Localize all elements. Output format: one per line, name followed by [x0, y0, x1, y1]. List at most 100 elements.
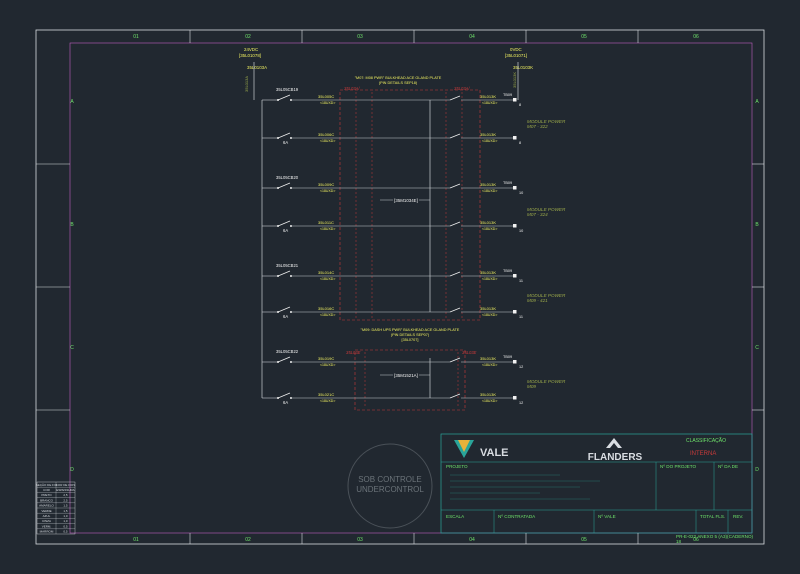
- no-vale-label: Nº VALE: [598, 514, 616, 519]
- flanders-logo-icon: [606, 438, 622, 448]
- row-label-left-C: C: [70, 345, 74, 351]
- lower-bulkhead-note: "M09: DASH UPS PWR" BULKHEAD ACE GLAND P…: [361, 328, 460, 332]
- legend-color-name: AMARELO: [39, 504, 54, 508]
- gland-plate-top: [339, 89, 481, 321]
- terminal-icon: [513, 360, 517, 364]
- terminal-number: 8: [519, 103, 521, 107]
- connector-2: [35M1521A]: [394, 373, 418, 378]
- module-power-label: MODULE POWER: [527, 207, 566, 212]
- left-conductor-tag: 35L021C: [318, 392, 334, 397]
- breaker-rating: 6A: [283, 140, 288, 145]
- terminal-block-label: TB09: [503, 93, 512, 97]
- breaker-contact-icon: [277, 220, 291, 227]
- breaker-rating: 6A: [283, 400, 288, 405]
- supply-left-voltage: 24VDC: [244, 47, 258, 52]
- no-projeto-label: Nº DO PROJETO: [660, 464, 696, 469]
- supply-left-tag: 35L013A: [244, 76, 249, 92]
- classification-label: CLASSIFICAÇÃO: [686, 437, 726, 444]
- top-bulkhead-note-detail: (PIN DETAILS SEP18): [379, 81, 418, 85]
- classification-value: INTERNA: [690, 451, 716, 457]
- right-conductor-sub: <18UXD>: [482, 313, 497, 317]
- escala-label: ESCALA: [446, 514, 465, 519]
- column-label-top-02: 02: [245, 34, 251, 40]
- right-conductor-sub: <18UXD>: [482, 277, 497, 281]
- terminal-icon: [513, 274, 517, 278]
- right-conductor-sub: <18UXD>: [482, 189, 497, 193]
- drawing-inner-frame: [69, 42, 753, 534]
- column-label-top-01: 01: [133, 34, 139, 40]
- row-label-left-B: B: [70, 222, 74, 228]
- breaker-contact-icon: [277, 392, 291, 399]
- terminal-number: 12: [519, 401, 523, 405]
- module-power-id: M09: [527, 384, 536, 389]
- left-conductor-sub: <18UXD>: [320, 101, 335, 105]
- supply-left-ref2: 35L0103A: [247, 65, 267, 70]
- gland-red-label-1: 35L03A/: [344, 86, 360, 91]
- module-power-label: MODULE POWER: [527, 119, 566, 124]
- row-label-left-A: A: [70, 99, 74, 105]
- legend-color-name: VERM.: [42, 524, 52, 528]
- right-conductor-tag: 35L013K: [480, 94, 496, 99]
- terminal-number: 10: [519, 191, 523, 195]
- circuit-rows: 35L05CB19 35L005C <18UXD> 35L013K <18UXD> TB0…: [262, 87, 566, 405]
- column-label-top-04: 04: [469, 34, 475, 40]
- lower-bulkhead-note-ref: [35L0707]: [402, 338, 419, 342]
- breaker-contact-icon: [277, 356, 291, 363]
- description-lines: [450, 474, 600, 500]
- legend-thickness: 1,0: [63, 519, 68, 523]
- legend-thickness: 1,5: [63, 509, 68, 513]
- legend-color-name: AZUL: [43, 514, 51, 518]
- breaker-pivot-icon: [277, 225, 279, 227]
- breaker-contact-icon: [277, 94, 291, 101]
- gland-red-label-3: 35L03E: [346, 350, 361, 355]
- terminal-block-label: TB09: [503, 269, 512, 273]
- right-conductor-tag: 35L013K: [480, 132, 496, 137]
- left-conductor-sub: <18UXD>: [320, 363, 335, 367]
- circuit-row-3: 35L05CB2035L009C<18UXD>35L013K<18UXD>TB0…: [262, 175, 523, 195]
- right-conductor-sub: <18UXD>: [482, 363, 497, 367]
- connector-1: [35M1034E]: [394, 198, 418, 203]
- watermark-line-1: SOB CONTROLE: [358, 475, 422, 484]
- circuit-row-1: 35L05CB1935L005C<18UXD>35L013K<18UXD>TB0…: [262, 87, 521, 107]
- supply-right-ref2: 35L0103K: [513, 65, 533, 70]
- legend-thickness: 1,5: [63, 504, 68, 508]
- left-conductor-sub: <18UXD>: [320, 277, 335, 281]
- breaker-contact-icon: [277, 182, 291, 189]
- breaker-rating: 6A: [283, 228, 288, 233]
- supply-left-ref1: [35L01078]: [239, 53, 261, 58]
- left-conductor-sub: <18UXD>: [320, 227, 335, 231]
- legend-thickness: 0,5: [63, 530, 68, 534]
- legend-color-name: VERDE: [41, 509, 51, 513]
- right-conductor-sub: <18UXD>: [482, 227, 497, 231]
- contact-icon: [449, 307, 461, 313]
- legend-color-name: PRETO: [41, 493, 52, 497]
- column-label-bottom-01: 01: [133, 537, 139, 543]
- left-conductor-tag: 35L016C: [318, 306, 334, 311]
- breaker-contact-icon: [277, 270, 291, 277]
- breaker-contact-icon: [277, 306, 291, 313]
- column-label-bottom-03: 03: [357, 537, 363, 543]
- breaker-pivot-icon: [277, 311, 279, 313]
- title-block-frame: [440, 433, 753, 534]
- right-conductor-tag: 35L013K: [480, 220, 496, 225]
- terminal-icon: [513, 224, 517, 228]
- module-power-label: MODULE POWER: [527, 379, 566, 384]
- watermark-line-2: UNDERCONTROL: [356, 485, 424, 494]
- terminal-number: 12: [519, 365, 523, 369]
- circuit-row-7: 35L05CB2235L019C<18UXD>35L013K<18UXD>TB0…: [262, 349, 523, 369]
- breaker-tag: 35L05CB22: [276, 349, 299, 354]
- breaker-contact-icon: [277, 132, 291, 139]
- legend-thickness: 0,5: [63, 524, 68, 528]
- terminal-block-label: TB09: [503, 181, 512, 185]
- row-label-right-A: A: [755, 99, 759, 105]
- top-bulkhead-note: "M07: M08 PWR" BULKHEAD ACE GLAND PLATE: [355, 76, 442, 80]
- left-conductor-tag: 35L005C: [318, 94, 334, 99]
- legend-color-name: MARROM: [40, 530, 54, 534]
- breaker-tag: 35L05CB19: [276, 87, 299, 92]
